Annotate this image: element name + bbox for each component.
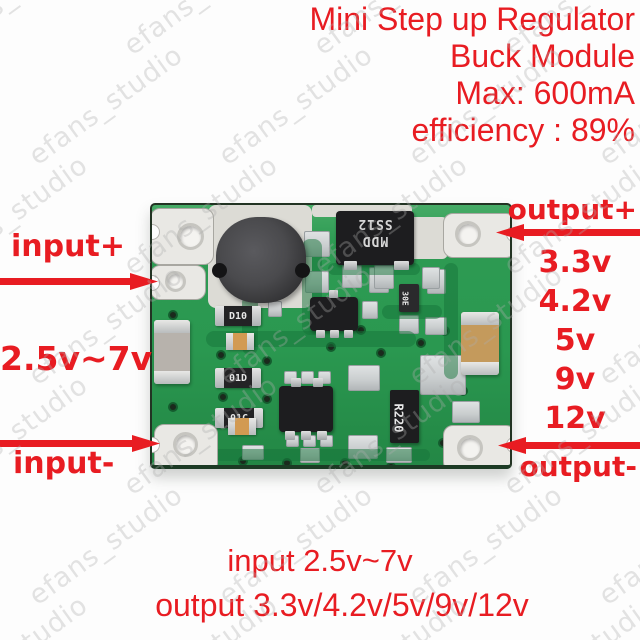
diode-ss12: MDD SS12 (336, 211, 414, 270)
smd-30e-marking: 30E (400, 291, 410, 306)
voltage-option: 9v (554, 362, 596, 397)
copper-trace (382, 305, 442, 319)
output-plus-label: output+ (507, 193, 637, 226)
output-voltage-list: 3.3v 4.2v 5v 9v 12v (518, 243, 632, 438)
input-minus-arrow (0, 435, 160, 452)
copper-trace (206, 331, 416, 347)
mount-hole (177, 223, 204, 250)
pin-hole-input-minus (173, 432, 198, 457)
capacitor-terminal (228, 418, 235, 435)
via-hole (262, 356, 272, 366)
voltage-option: 12v (544, 401, 606, 436)
solder-pad (268, 301, 282, 317)
voltage-option: 5v (554, 323, 596, 358)
transistor-lead (344, 330, 353, 338)
inductor (212, 217, 310, 303)
via-hole (356, 325, 366, 335)
capacitor-terminal (154, 371, 190, 384)
capacitor-terminal (461, 312, 499, 325)
smd-marking: D10 (224, 306, 252, 326)
via-hole (326, 342, 336, 352)
title-line-3: Max: 600mA (455, 75, 635, 111)
smd-terminal (215, 368, 224, 388)
copper-trace (210, 449, 430, 461)
capacitor-terminal (249, 418, 256, 435)
solder-pad (452, 401, 480, 423)
title-line-4: efficiency : 89% (411, 112, 635, 148)
output-minus-arrow (498, 437, 640, 454)
bottom-spec-input: input 2.5v~7v (227, 543, 413, 578)
inductor-notch (212, 263, 227, 278)
via-hole (376, 348, 386, 358)
input-plus-label: input+ (11, 229, 125, 264)
ic-lead (301, 431, 311, 440)
smd-terminal (252, 368, 261, 388)
smd-marking: 01D (224, 368, 252, 388)
title-line-2: Buck Module (450, 38, 635, 74)
watermark-text: efans_studio (23, 39, 189, 172)
diode-lead (394, 261, 409, 270)
via-hole (416, 338, 426, 348)
pin-hole-output-plus (455, 221, 481, 247)
ic-lead (291, 378, 301, 387)
smd-30e: 30E (399, 284, 419, 312)
smd-resistor: 01D (215, 368, 261, 388)
transistor-lead (330, 330, 339, 338)
transistor-sot23 (310, 290, 358, 338)
regulator-ic (279, 378, 333, 440)
capacitor-terminal (247, 333, 254, 350)
ic-lead (313, 378, 323, 387)
ic-lead (317, 431, 327, 440)
via-hole (168, 310, 178, 320)
capacitor-gray (154, 320, 190, 384)
capacitor-orange (226, 333, 254, 350)
smd-terminal (215, 306, 224, 326)
bottom-spec-output: output 3.3v/4.2v/5v/9v/12v (155, 587, 529, 623)
solder-pad (348, 365, 380, 391)
via-hole (168, 402, 178, 412)
smd-terminal (254, 408, 263, 428)
pin-hole-input-plus (165, 271, 186, 292)
watermark-text: efans_studio (118, 0, 284, 62)
capacitor-tan (461, 312, 499, 375)
smd-resistor: D10 (215, 306, 261, 326)
via-hole (216, 350, 226, 360)
diode-lead (344, 261, 357, 270)
title-block: Mini Step up Regulator Buck Module Max: … (309, 1, 635, 149)
smd-terminal (252, 306, 261, 326)
output-minus-label: output- (519, 450, 637, 483)
input-voltage-range-label: 2.5v~7v (0, 339, 153, 378)
solder-pad (420, 355, 466, 395)
input-plus-arrow (0, 273, 158, 290)
capacitor-orange (228, 418, 256, 435)
diode-marking: MDD SS12 (357, 216, 393, 248)
copper-trace (444, 263, 458, 379)
capacitor-terminal (226, 333, 233, 350)
pin-hole-output-minus (457, 435, 483, 461)
inductor-notch (295, 263, 310, 278)
via-hole (218, 392, 228, 402)
voltage-option: 3.3v (538, 245, 612, 280)
via-hole (386, 462, 396, 465)
output-plus-arrow (496, 224, 640, 241)
resistor-r220-marking: R220 (391, 403, 406, 433)
transistor-lead (329, 290, 338, 298)
capacitor-terminal (461, 362, 499, 375)
solder-pad (362, 301, 378, 319)
resistor-r220: R220 (390, 390, 419, 443)
voltage-option: 4.2v (538, 284, 612, 319)
via-hole (262, 394, 272, 404)
via-hole (340, 458, 350, 465)
title-line-1: Mini Step up Regulator (309, 1, 635, 37)
capacitor-terminal (154, 320, 190, 333)
ic-lead (285, 431, 295, 440)
transistor-lead (316, 330, 325, 338)
pcb-module-photo: MDD SS12 R220 30E (150, 203, 512, 469)
solder-pad (422, 267, 440, 289)
solder-pad (301, 371, 314, 384)
smd-terminal (215, 408, 224, 428)
input-minus-label: input- (13, 446, 115, 481)
via-hole (282, 458, 292, 465)
watermark-text: efans_studio (0, 0, 94, 62)
